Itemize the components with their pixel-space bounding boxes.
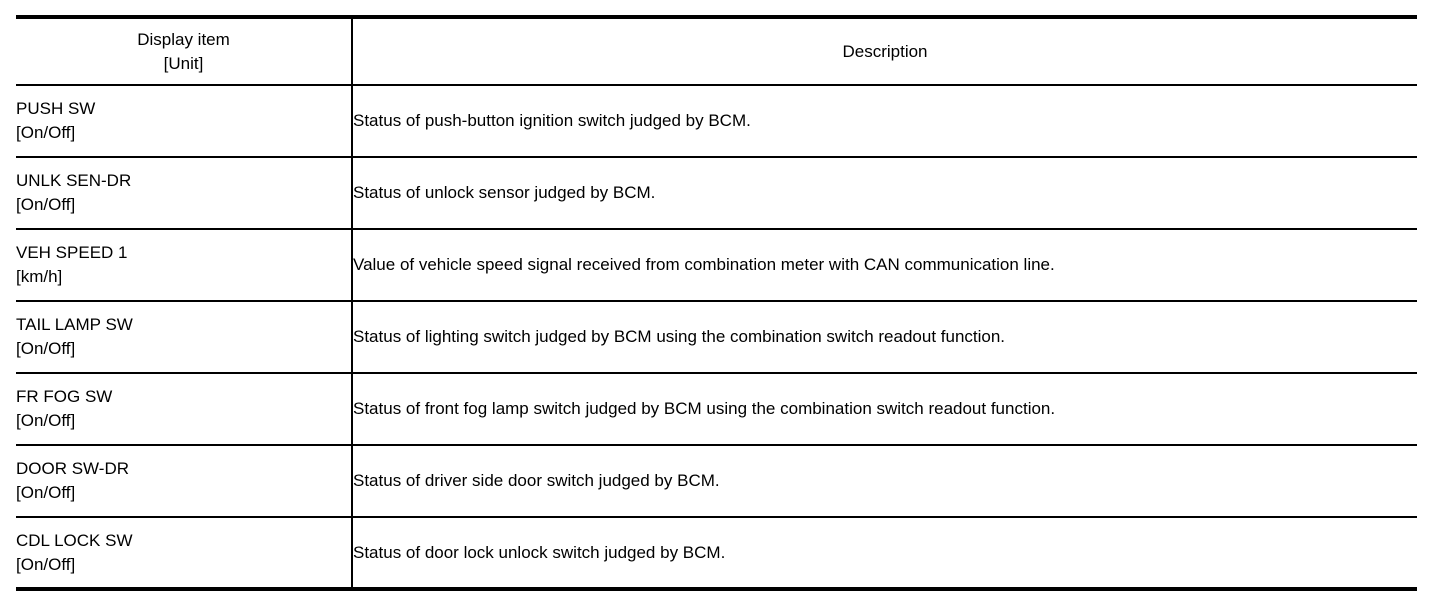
display-item-name: CDL LOCK SW: [16, 530, 133, 550]
display-item-unit: [On/Off]: [16, 483, 76, 502]
header-row: Display item [Unit] Description: [16, 17, 1417, 86]
display-item-name: PUSH SW: [16, 99, 96, 118]
display-item-name: UNLK SEN-DR: [16, 171, 132, 190]
table-row: UNLK SEN-DR [On/Off] Status of unlock sens…: [16, 157, 1417, 230]
display-item-unit: [On/Off]: [16, 339, 76, 358]
header-display-item-line2: [Unit]: [163, 53, 204, 73]
display-item-table: Display item [Unit] Description PUSH SW […: [16, 15, 1417, 591]
table-row: VEH SPEED 1 [km/h] Value of vehicle speed …: [16, 229, 1417, 302]
table-row: TAIL LAMP SW [On/Off] Status of lighting s…: [16, 301, 1417, 374]
display-item-unit: [On/Off]: [16, 411, 76, 430]
display-item-unit: [On/Off]: [16, 554, 76, 574]
display-item-name: DOOR SW-DR: [16, 459, 130, 478]
display-item-name: VEH SPEED 1: [16, 243, 128, 262]
header-display-item-line1: Display item: [137, 29, 230, 49]
table-row: DOOR SW-DR [On/Off] Status of driver side …: [16, 445, 1417, 518]
header-display-item: Display item [Unit]: [16, 17, 353, 86]
display-item-name: TAIL LAMP SW: [16, 315, 133, 334]
display-item-name: FR FOG SW: [16, 387, 113, 406]
display-item-cell: FR FOG SW [On/Off]: [16, 373, 353, 446]
display-item-cell: UNLK SEN-DR [On/Off]: [16, 157, 353, 230]
table-row: FR FOG SW [On/Off] Status of front fog lam…: [16, 373, 1417, 446]
display-item-unit: [km/h]: [16, 267, 63, 286]
table-row: PUSH SW [On/Off] Status of push-button ign…: [16, 85, 1417, 158]
display-item-cell: VEH SPEED 1 [km/h]: [16, 229, 353, 302]
description-cell: Status of unlock sensor judged by BCM.: [352, 157, 1417, 230]
description-cell: Status of driver side door switch judged…: [352, 445, 1417, 518]
description-cell: Status of door lock unlock switch judged…: [352, 517, 1417, 590]
display-item-unit: [On/Off]: [16, 195, 76, 214]
table-row: CDL LOCK SW [On/Off] Status of door lock u…: [16, 517, 1417, 590]
description-cell: Value of vehicle speed signal received f…: [352, 229, 1417, 302]
display-item-unit: [On/Off]: [16, 123, 76, 142]
description-cell: Status of lighting switch judged by BCM …: [352, 301, 1417, 374]
table-header: Display item [Unit] Description: [16, 17, 1417, 86]
display-item-cell: DOOR SW-DR [On/Off]: [16, 445, 353, 518]
header-description: Description: [352, 17, 1417, 86]
display-item-cell: TAIL LAMP SW [On/Off]: [16, 301, 353, 374]
description-cell: Status of front fog lamp switch judged b…: [352, 373, 1417, 446]
table-body: PUSH SW [On/Off] Status of push-button ign…: [16, 85, 1417, 590]
description-cell: Status of push-button ignition switch ju…: [352, 85, 1417, 158]
display-item-cell: PUSH SW [On/Off]: [16, 85, 353, 158]
display-item-cell: CDL LOCK SW [On/Off]: [16, 517, 353, 590]
